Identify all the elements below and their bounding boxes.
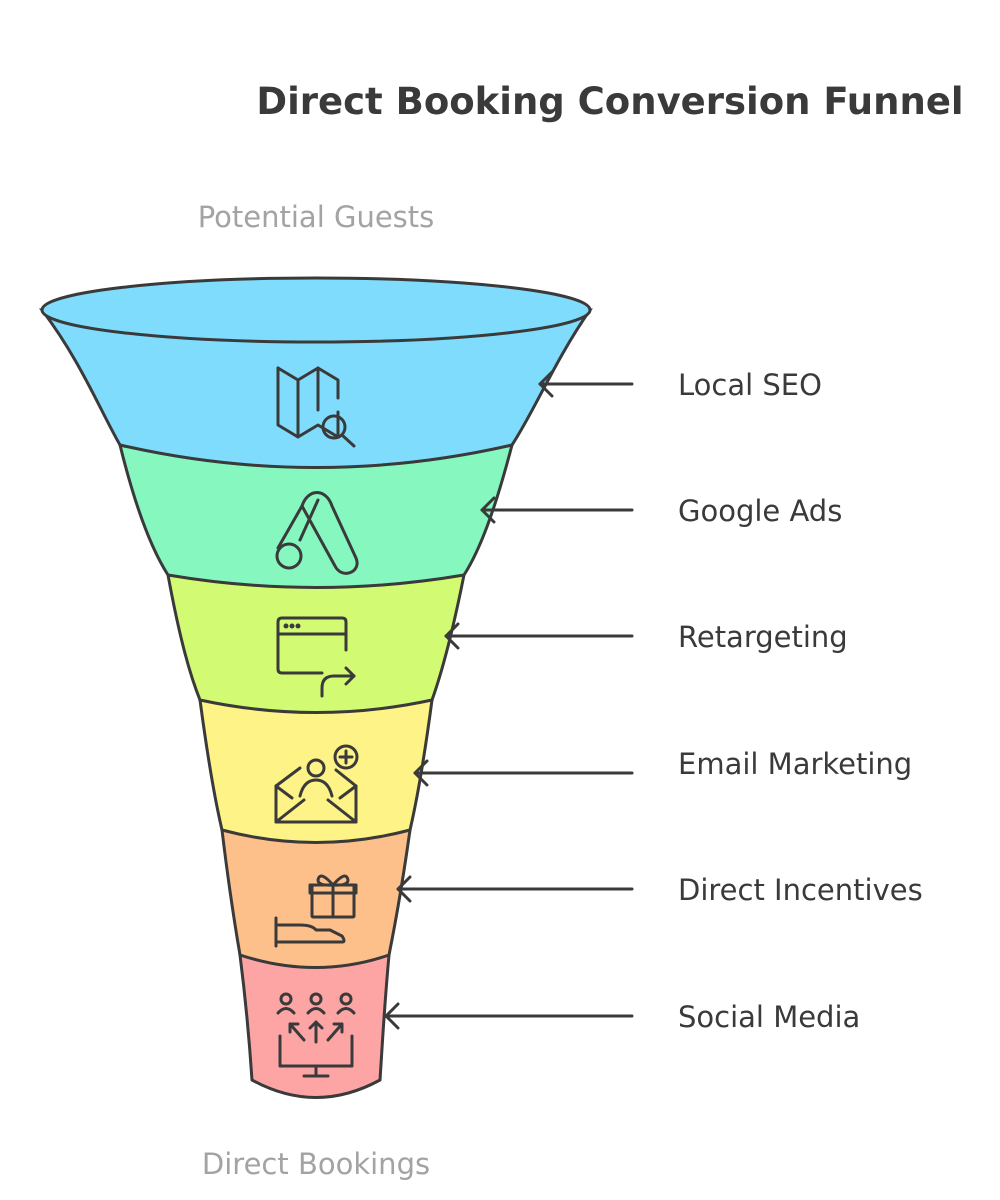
email-add-user-icon — [274, 744, 359, 824]
stage-label-direct-incentives: Direct Incentives — [678, 873, 923, 907]
stage-label-local-seo: Local SEO — [678, 368, 822, 402]
arrow-google-ads — [480, 496, 634, 524]
map-search-icon — [276, 366, 356, 448]
arrow-local-seo — [538, 370, 634, 398]
stage-label-retargeting: Retargeting — [678, 620, 848, 654]
top-caption: Potential Guests — [198, 200, 435, 234]
bottom-caption: Direct Bookings — [202, 1147, 430, 1181]
diagram-title: Direct Booking Conversion Funnel — [256, 80, 963, 123]
audience-monitor-icon — [276, 992, 356, 1078]
funnel — [38, 276, 593, 1099]
gift-hand-icon — [274, 874, 358, 948]
funnel-rim — [40, 276, 592, 344]
arrow-social-media — [384, 1002, 634, 1030]
arrow-retargeting — [444, 622, 634, 650]
stage-label-social-media: Social Media — [678, 1000, 860, 1034]
arrows — [384, 370, 634, 1030]
browser-redirect-icon — [276, 616, 356, 698]
arrow-email-marketing — [413, 759, 634, 787]
stage-label-google-ads: Google Ads — [678, 494, 842, 528]
google-ads-icon — [275, 491, 359, 575]
stage-label-email-marketing: Email Marketing — [678, 747, 912, 781]
arrow-direct-incentives — [396, 875, 634, 903]
